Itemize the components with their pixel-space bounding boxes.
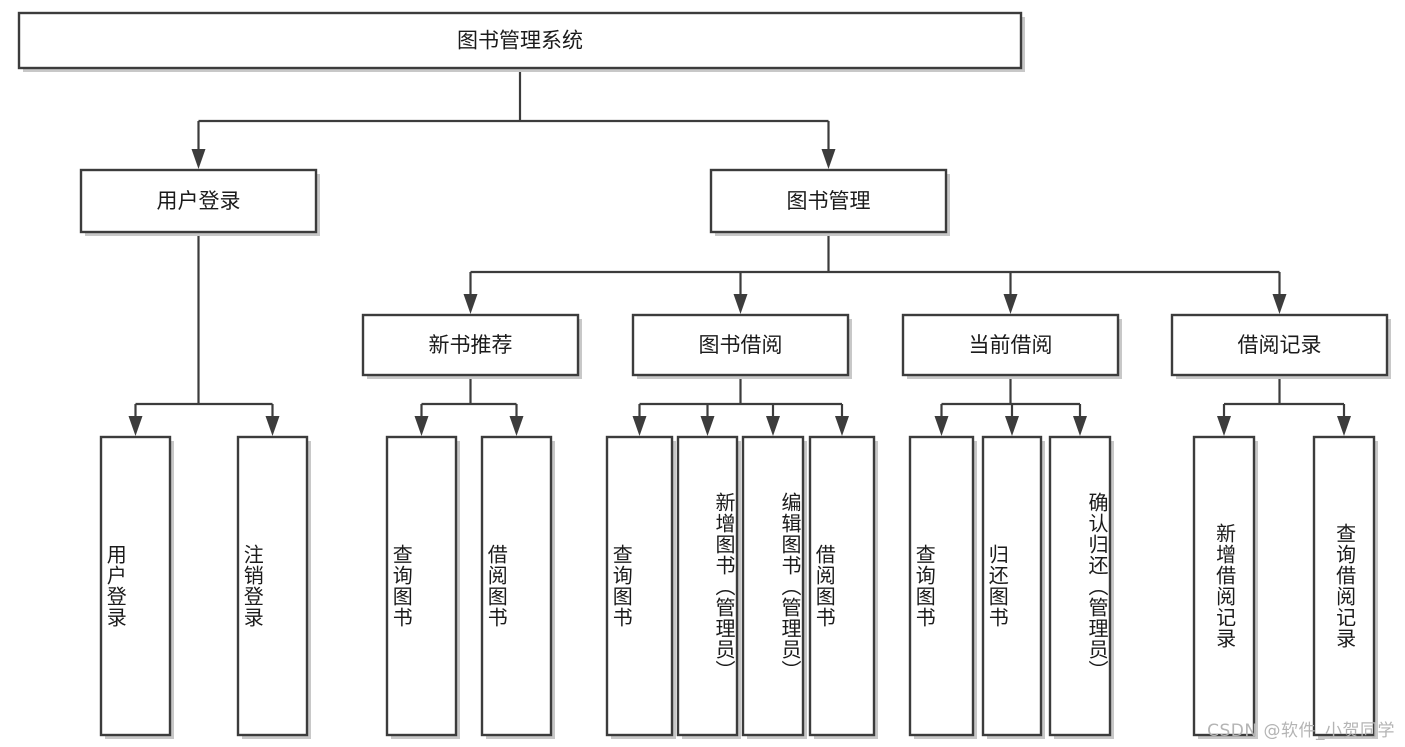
l3-1-arrow-3 [835,416,849,436]
node-leaf-2-查询图书[interactable] [385,435,458,737]
node-leaf-0-用户登录[interactable] [99,435,172,737]
book-mgmt-arrow-1 [733,294,748,314]
book-mgmt-arrow-2 [1003,294,1018,314]
node-l3-3-借阅记录-label: 借阅记录 [1238,333,1322,357]
node-leaf-3-借阅图书[interactable] [480,435,553,737]
node-leaf-7-借阅图书[interactable] [808,435,876,737]
node-l3-2-当前借阅-label: 当前借阅 [969,333,1053,357]
root-arrow-1 [821,149,836,169]
node-l3-1-图书借阅-label: 图书借阅 [699,333,783,357]
node-l3-2-当前借阅[interactable] [901,313,1120,377]
watermark: CSDN @软件_小贺同学 [1207,721,1395,741]
book-mgmt-arrow-3 [1272,294,1287,314]
l3-3-arrow-1 [1337,416,1351,436]
connector-layer [128,68,1351,436]
node-leaf-6-编辑图书管理员[interactable] [741,435,805,737]
login-arrow-0 [128,416,143,436]
node-leaf-1-注销登录[interactable] [236,435,309,737]
node-l2-0-用户登录[interactable] [79,168,318,234]
book-mgmt-arrow-0 [463,294,478,314]
node-leaf-4-查询图书[interactable] [605,435,674,737]
l3-1-arrow-1 [700,416,715,436]
l3-1-arrow-2 [766,416,780,436]
node-l2-0-用户登录-label: 用户登录 [157,189,241,213]
node-l3-0-新书推荐[interactable] [361,313,580,377]
l3-1-arrow-0 [632,416,647,436]
box-layer [17,11,1391,739]
node-l3-3-借阅记录[interactable] [1170,313,1389,377]
node-leaf-12-查询借阅记录[interactable] [1312,435,1376,737]
node-l2-1-图书管理[interactable] [709,168,948,234]
node-root-0-图书管理系统[interactable] [17,11,1023,70]
l3-2-arrow-2 [1073,416,1087,436]
l3-3-arrow-0 [1217,416,1231,436]
l3-0-arrow-1 [509,416,524,436]
node-leaf-8-查询图书[interactable] [908,435,975,737]
node-leaf-11-新增借阅记录[interactable] [1192,435,1256,737]
node-l2-1-图书管理-label: 图书管理 [787,189,871,213]
node-leaf-10-确认归还管理员[interactable] [1048,435,1112,737]
node-l3-1-图书借阅[interactable] [631,313,850,377]
l3-2-arrow-0 [934,416,949,436]
root-arrow-0 [191,149,206,169]
node-l3-0-新书推荐-label: 新书推荐 [429,333,513,357]
node-leaf-5-新增图书管理员[interactable] [676,435,739,737]
l3-0-arrow-0 [414,416,429,436]
login-arrow-1 [265,416,280,436]
node-leaf-9-归还图书[interactable] [981,435,1043,737]
l3-2-arrow-1 [1005,416,1019,436]
node-root-0-图书管理系统-label: 图书管理系统 [457,29,583,53]
